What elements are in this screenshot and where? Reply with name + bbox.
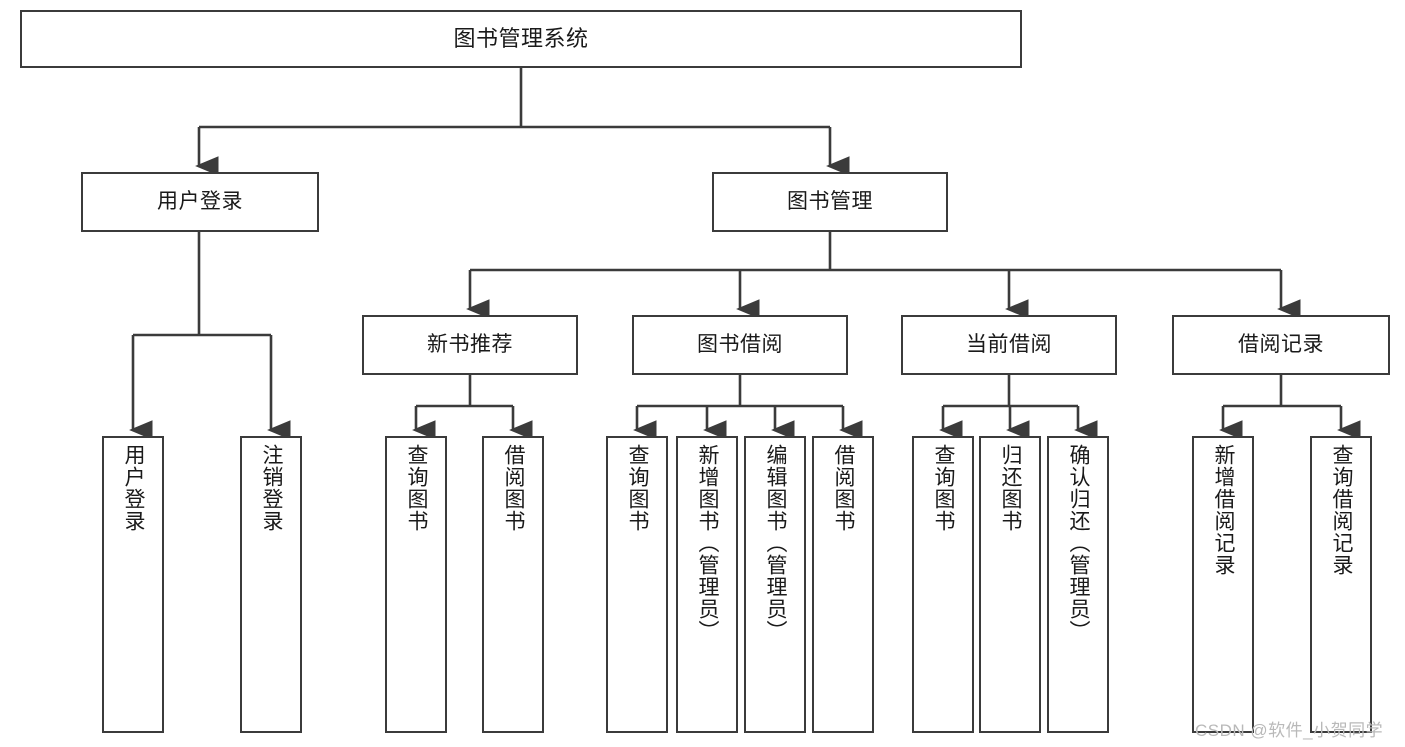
leaf-edit-book-admin[interactable]: 编辑图书（管理员） (744, 436, 806, 733)
node-book-borrowing[interactable]: 图书借阅 (632, 315, 848, 375)
node-label: 当前借阅 (966, 332, 1052, 356)
node-label: 查询图书 (626, 444, 650, 532)
leaf-query-books-new[interactable]: 查询图书 (385, 436, 447, 733)
node-label: 借阅图书 (832, 444, 856, 532)
leaf-return-books[interactable]: 归还图书 (979, 436, 1041, 733)
node-label: 借阅记录 (1238, 332, 1324, 356)
node-label: 确认归还（管理员） (1067, 444, 1091, 642)
node-current-borrowing[interactable]: 当前借阅 (901, 315, 1117, 375)
node-new-book-recommendation[interactable]: 新书推荐 (362, 315, 578, 375)
node-label: 编辑图书（管理员） (764, 444, 788, 642)
leaf-query-books-current[interactable]: 查询图书 (912, 436, 974, 733)
leaf-query-borrow-record[interactable]: 查询借阅记录 (1310, 436, 1372, 733)
leaf-borrow-books-new[interactable]: 借阅图书 (482, 436, 544, 733)
node-label: 新书推荐 (427, 332, 513, 356)
node-label: 查询图书 (932, 444, 956, 532)
node-label: 用户登录 (122, 444, 146, 532)
node-label: 新增借阅记录 (1212, 444, 1236, 576)
node-label: 图书管理系统 (453, 26, 589, 52)
watermark-credit: CSDN @软件_小贺同学 (1195, 721, 1384, 740)
leaf-borrow-books[interactable]: 借阅图书 (812, 436, 874, 733)
node-label: 图书借阅 (697, 332, 783, 356)
node-label: 借阅图书 (502, 444, 526, 532)
node-label: 归还图书 (999, 444, 1023, 532)
node-user-login[interactable]: 用户登录 (81, 172, 319, 232)
leaf-add-book-admin[interactable]: 新增图书（管理员） (676, 436, 738, 733)
node-label: 查询图书 (405, 444, 429, 532)
leaf-logout[interactable]: 注销登录 (240, 436, 302, 733)
node-label: 图书管理 (787, 189, 873, 213)
leaf-confirm-return-admin[interactable]: 确认归还（管理员） (1047, 436, 1109, 733)
node-label: 新增图书（管理员） (696, 444, 720, 642)
node-root-book-management-system[interactable]: 图书管理系统 (20, 10, 1022, 68)
node-label: 用户登录 (157, 189, 243, 213)
leaf-add-borrow-record[interactable]: 新增借阅记录 (1192, 436, 1254, 733)
node-label: 查询借阅记录 (1330, 444, 1354, 576)
node-book-management[interactable]: 图书管理 (712, 172, 948, 232)
node-borrowing-records[interactable]: 借阅记录 (1172, 315, 1390, 375)
leaf-user-login[interactable]: 用户登录 (102, 436, 164, 733)
leaf-query-books-borrow[interactable]: 查询图书 (606, 436, 668, 733)
node-label: 注销登录 (260, 444, 284, 532)
